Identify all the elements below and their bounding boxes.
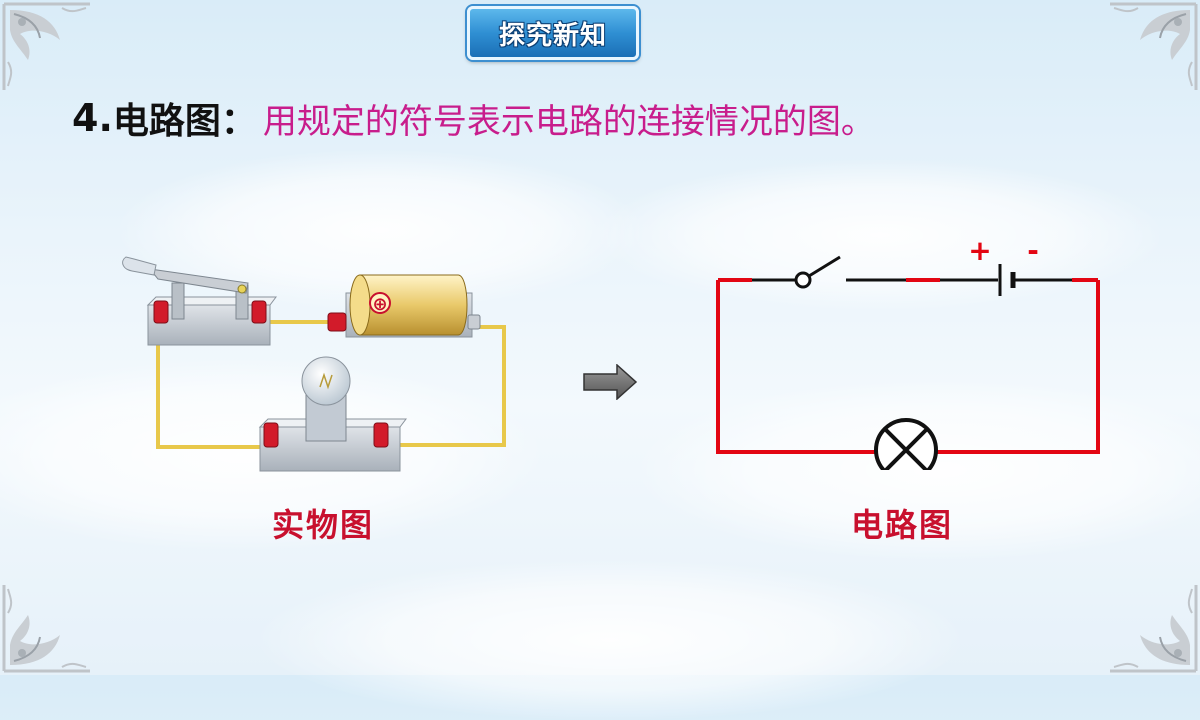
wire <box>716 280 876 454</box>
item-number: 4. <box>72 96 113 140</box>
battery-plus-label: + <box>968 234 991 267</box>
term-label: 电路图： <box>112 100 257 142</box>
cloud-decoration <box>600 160 1160 310</box>
physical-diagram-caption: 实物图 <box>272 506 375 544</box>
definition-heading: 4. 电路图： 用规定的符号表示电路的连接情况的图。 <box>72 92 875 144</box>
corner-ornament <box>2 2 90 90</box>
corner-ornament <box>1110 2 1198 90</box>
section-badge-label: 探究新知 <box>498 20 607 51</box>
physical-circuit-illustration: ⊕ <box>122 256 506 472</box>
wire <box>382 325 506 447</box>
circuit-diagram-caption: 电路图 <box>851 506 954 544</box>
corner-ornament <box>1110 585 1198 673</box>
section-badge: 探究新知 <box>467 6 639 60</box>
cloud-decoration <box>260 560 960 720</box>
battery-cell: ⊕ <box>327 274 481 338</box>
corner-ornament <box>2 585 90 673</box>
wire <box>936 280 1100 454</box>
term-definition: 用规定的符号表示电路的连接情况的图。 <box>262 101 875 142</box>
wire <box>156 325 268 449</box>
battery-positive-symbol: ⊕ <box>372 294 387 315</box>
lamp-symbol <box>874 418 938 470</box>
schematic-circuit-diagram: + - <box>716 234 1100 470</box>
switch-symbol <box>752 255 906 289</box>
light-bulb <box>258 356 407 472</box>
battery-minus-label: - <box>1027 234 1039 267</box>
battery-symbol <box>940 264 1072 296</box>
knife-switch <box>122 256 277 346</box>
cloud-decoration <box>640 380 1200 560</box>
right-arrow-icon <box>583 364 638 400</box>
